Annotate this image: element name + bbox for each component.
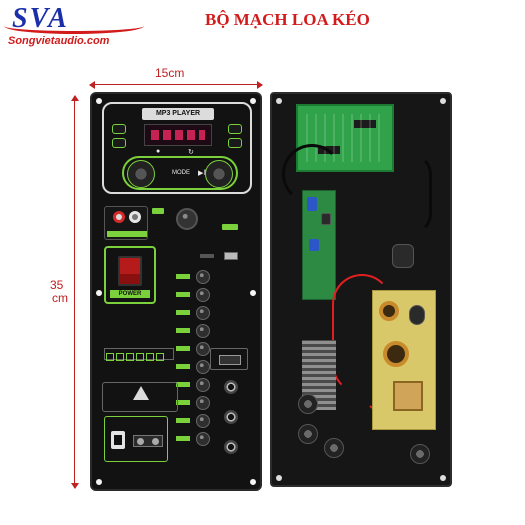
mode-label: MODE (172, 170, 190, 176)
feature-icons (104, 348, 174, 361)
capacitor (409, 305, 425, 325)
height-unit: cm (52, 291, 68, 305)
pot-label (176, 418, 190, 423)
record-icon: ● (156, 148, 161, 155)
pot-label (176, 328, 190, 333)
power-module: POWER (104, 246, 156, 304)
pot-label (176, 292, 190, 297)
logo-swoosh (4, 26, 144, 34)
ribbon-cable (282, 144, 342, 204)
capacitor (307, 197, 317, 211)
eq-pot[interactable] (196, 288, 210, 302)
speaker-jack (298, 394, 318, 414)
mic-priority-switch[interactable] (210, 348, 248, 370)
screw-hole (440, 98, 446, 104)
vol-down-button[interactable] (112, 138, 126, 148)
dc-terminal[interactable] (133, 435, 163, 447)
left-knob[interactable] (127, 160, 155, 188)
eq-pot[interactable] (196, 432, 210, 446)
mode-control: MODE ▶‖ (122, 156, 238, 190)
brand-logo: SVA Songvietaudio.com (4, 4, 144, 47)
rca-label-strip (107, 231, 147, 237)
toroid-coil (392, 244, 414, 268)
power-label: POWER (110, 290, 150, 298)
width-label: 15cm (155, 66, 185, 80)
height-arrow (71, 95, 79, 489)
next-button[interactable] (228, 124, 242, 134)
power-switch[interactable] (118, 256, 142, 286)
screw-hole (250, 98, 256, 104)
sd-card-slot[interactable] (200, 254, 214, 258)
pot-label (176, 274, 190, 279)
vol-up-button[interactable] (228, 138, 242, 148)
screw-hole (96, 98, 102, 104)
eq-pot[interactable] (196, 378, 210, 392)
guitar-jack[interactable] (224, 440, 238, 454)
screw-hole (276, 98, 282, 104)
page-title: BỘ MẠCH LOA KÉO (205, 10, 370, 29)
knob-label (222, 224, 238, 230)
screw-hole (250, 479, 256, 485)
input-pcb (302, 190, 336, 300)
eq-pot[interactable] (196, 270, 210, 284)
rca-white-jack[interactable] (129, 211, 141, 223)
height-value: 35 (50, 278, 64, 292)
screw-hole (276, 475, 282, 481)
knob-label (152, 208, 164, 214)
power-supply-board (372, 290, 436, 430)
mp3-player-module: MP3 PLAYER ● ↻ MODE ▶‖ (102, 102, 252, 194)
eq-pot[interactable] (196, 396, 210, 410)
pot-label (176, 346, 190, 351)
ic-chip (354, 120, 376, 128)
pot-label (176, 436, 190, 441)
usb-port[interactable] (224, 252, 238, 260)
eq-pot[interactable] (196, 342, 210, 356)
capacitor (309, 239, 319, 251)
eq-pot[interactable] (196, 324, 210, 338)
play-pause-icon: ▶‖ (198, 170, 207, 177)
prev-button[interactable] (112, 124, 126, 134)
pot-label (176, 382, 190, 387)
mic-jack[interactable] (224, 410, 238, 424)
warning-icon (133, 386, 149, 400)
screw-hole (440, 475, 446, 481)
inductor-coil (383, 341, 409, 367)
speaker-jack (298, 424, 318, 444)
screw-hole (250, 290, 256, 296)
transformer (393, 381, 423, 411)
eq-pot[interactable] (196, 414, 210, 428)
mic-jack[interactable] (224, 380, 238, 394)
eq-pot[interactable] (196, 306, 210, 320)
pot-label (176, 310, 190, 315)
screw-hole (96, 479, 102, 485)
rca-input-block (104, 206, 148, 240)
width-arrow (89, 81, 263, 89)
warning-notice (102, 382, 178, 412)
pot-label (176, 400, 190, 405)
repeat-icon: ↻ (188, 149, 194, 156)
led-display (144, 124, 212, 146)
front-panel: MP3 PLAYER ● ↻ MODE ▶‖ POWER (90, 92, 262, 491)
red-wire (332, 274, 392, 394)
ribbon-cable (392, 154, 432, 234)
pot-label (176, 364, 190, 369)
screw-hole (96, 290, 102, 296)
power-input-block (104, 416, 168, 462)
speaker-jack (324, 438, 344, 458)
master-volume-knob[interactable] (176, 208, 198, 230)
speaker-jack (410, 444, 430, 464)
mp3-player-label: MP3 PLAYER (142, 108, 214, 120)
website-url: Songvietaudio.com (8, 35, 110, 47)
eq-pot[interactable] (196, 360, 210, 374)
capacitor (321, 213, 331, 225)
rca-red-jack[interactable] (113, 211, 125, 223)
inductor-coil (379, 301, 399, 321)
ac-socket[interactable] (111, 431, 125, 449)
back-panel (270, 92, 452, 487)
right-knob[interactable] (205, 160, 233, 188)
